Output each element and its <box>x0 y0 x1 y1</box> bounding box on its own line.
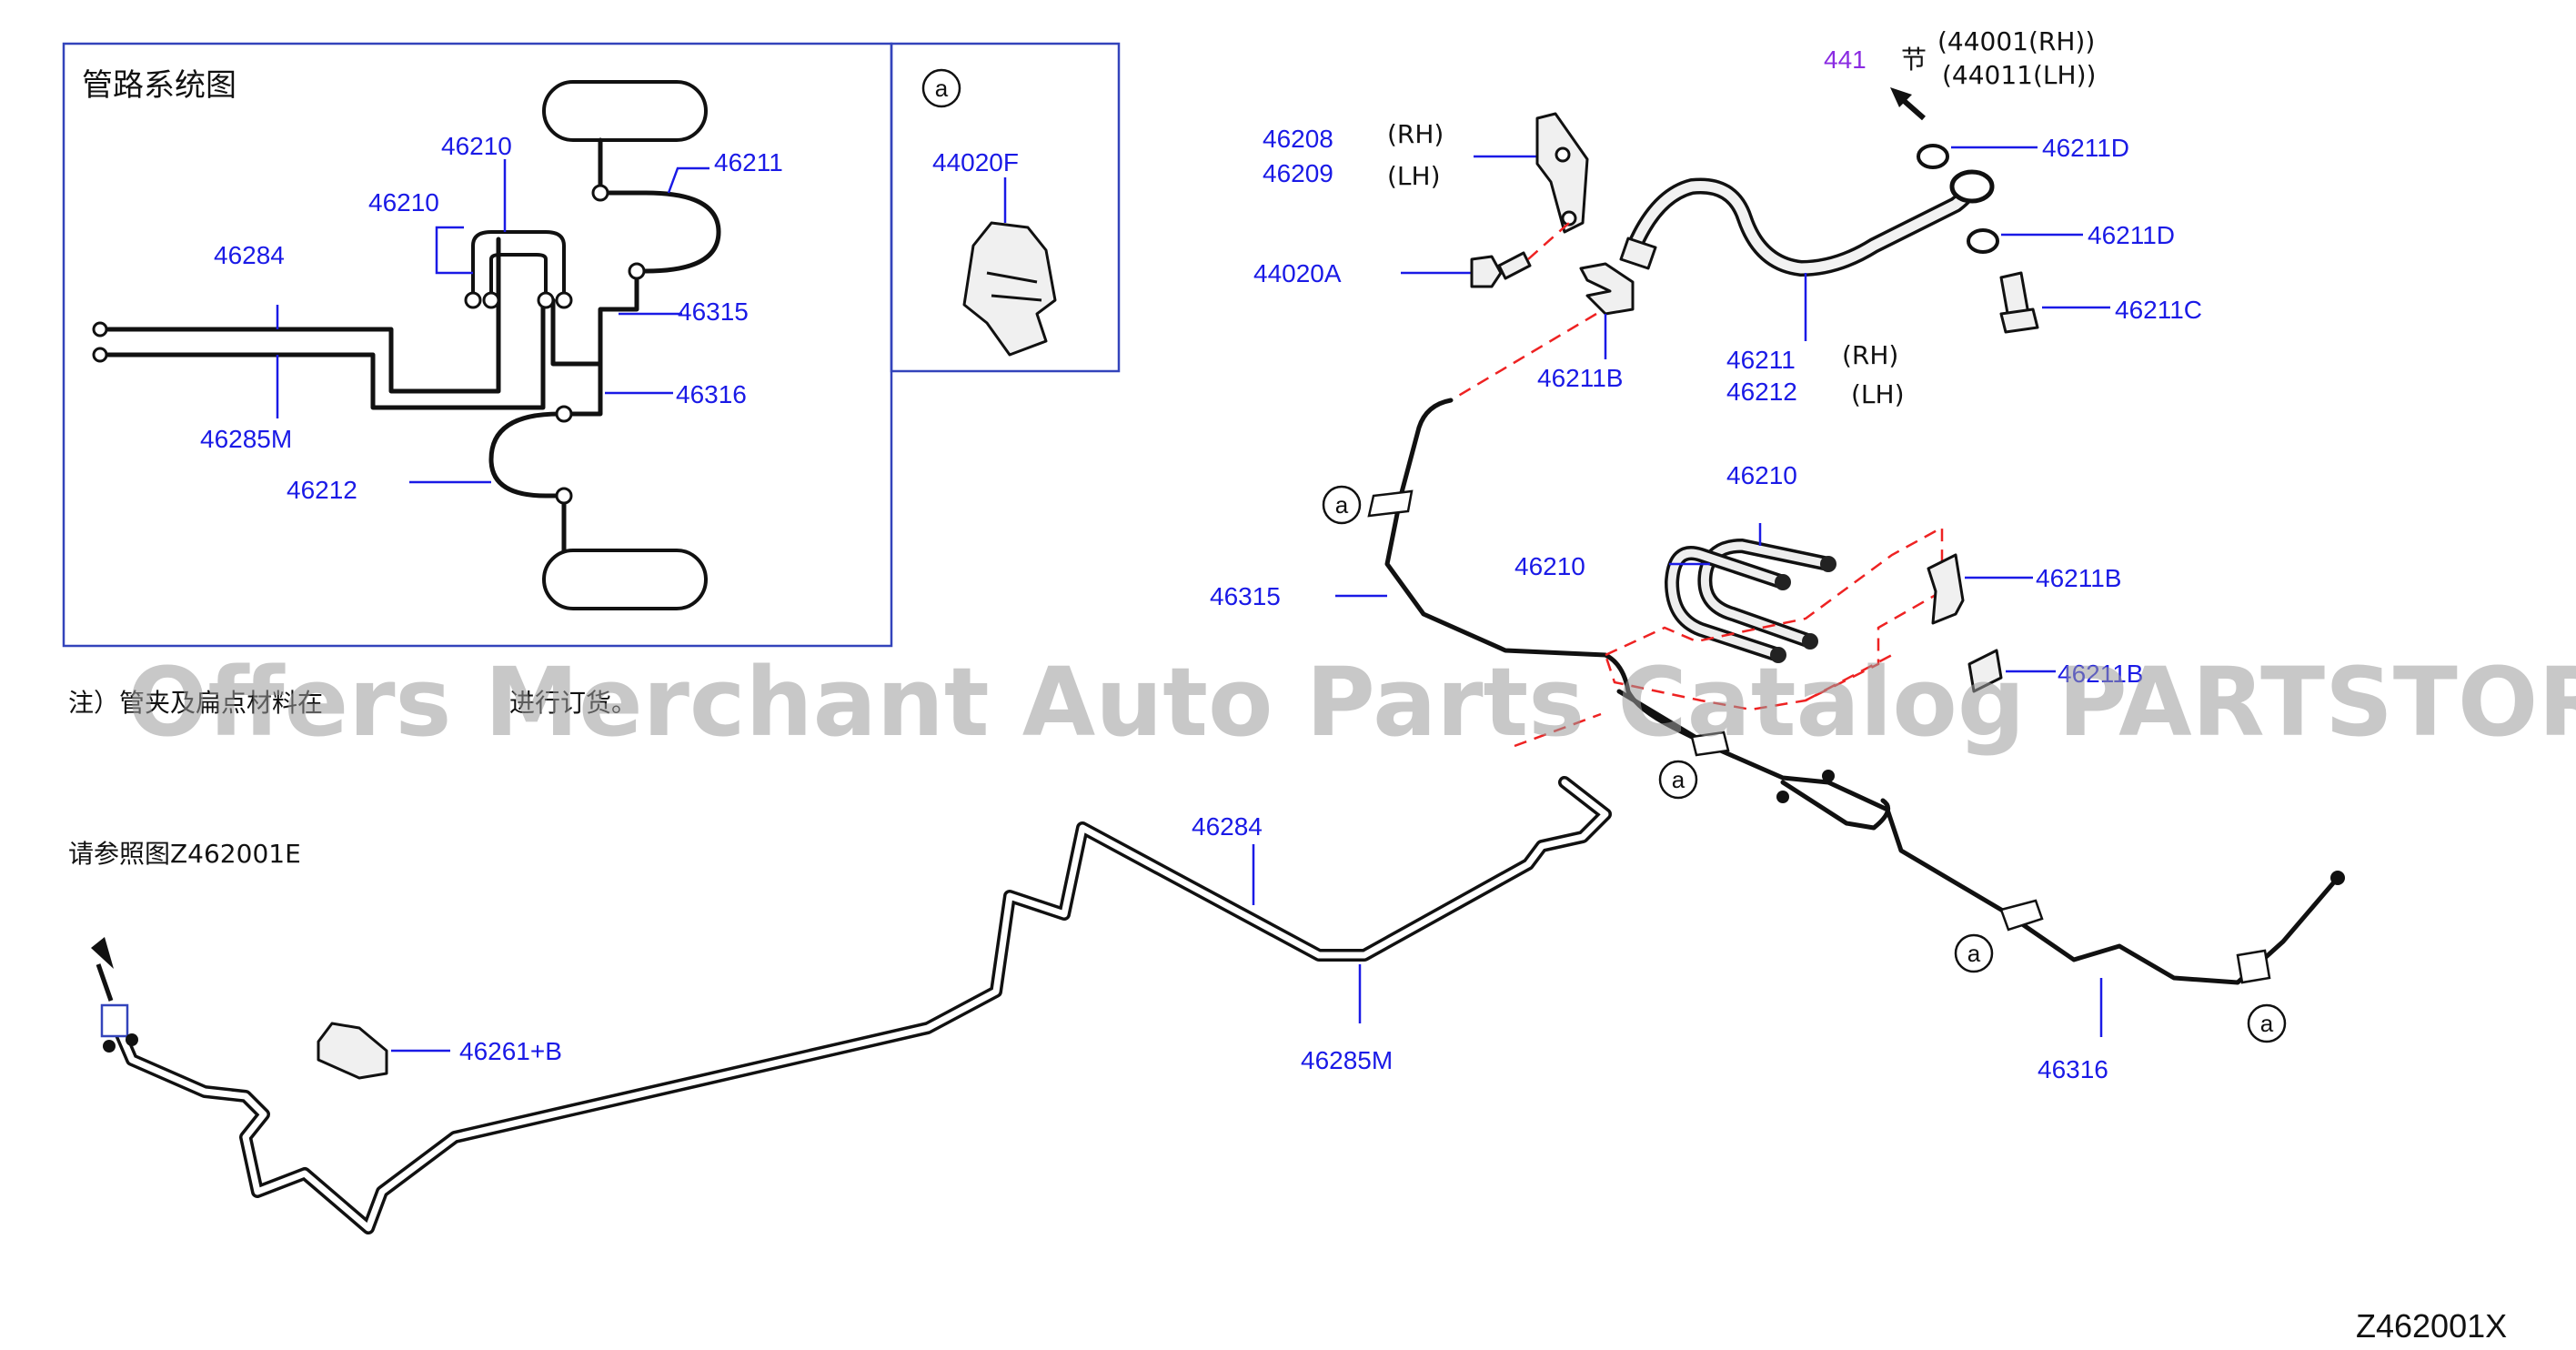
clip-46211B-top-icon <box>1579 262 1635 316</box>
label-46211-rh: (RH) <box>1842 340 1898 370</box>
clip-box-frame <box>890 42 1121 373</box>
label-44011-lh: (44011(LH)) <box>1942 60 2096 90</box>
front-hose-assembly: 46208 (RH) 46209 (LH) 44020A 441 节 (4400… <box>1253 26 2202 409</box>
tube-46316-branch <box>1780 780 1891 831</box>
label-46208: 46208 <box>1263 125 1333 153</box>
inset-piping-system: 管路系统图 46210 46210 46211 46284 46315 4631… <box>62 42 893 648</box>
label-46210-mid-1: 46210 <box>1726 461 1797 489</box>
inset-label-46284: 46284 <box>214 241 285 269</box>
grommet-46261B-icon <box>317 1022 388 1080</box>
label-46211B-lower: 46211B <box>2058 660 2143 688</box>
label-46285M: 46285M <box>1301 1046 1393 1074</box>
inset-pipe-46285M <box>97 297 546 410</box>
clip-box: a 44020F <box>890 42 1121 373</box>
washer-2-icon <box>1967 228 1999 254</box>
inset-pipe-46284 <box>97 237 501 394</box>
label-46212-lh: (LH) <box>1851 379 1905 409</box>
label-46211B-top: 46211B <box>1537 364 1623 392</box>
label-46261B: 46261+B <box>459 1037 562 1065</box>
tube-46315 <box>1384 398 1713 749</box>
svg-text:a: a <box>1967 940 1981 967</box>
inset-leaders-46210 <box>435 159 507 275</box>
label-46209: 46209 <box>1263 159 1333 187</box>
clip-46211B-lower-icon <box>1967 649 2003 693</box>
label-46316: 46316 <box>2038 1055 2108 1083</box>
inset-title: 管路系统图 <box>82 67 236 104</box>
inset-upper-caliper <box>542 80 708 142</box>
inset-loop-inner <box>489 253 548 300</box>
dash-bolt <box>1527 222 1570 260</box>
label-46211B-mid: 46211B <box>2036 564 2121 592</box>
label-44020A: 44020A <box>1253 259 1342 287</box>
bracket-46208-icon <box>1535 112 1589 234</box>
label-46211D-2: 46211D <box>2088 221 2175 249</box>
main-line-46284-46285M <box>112 776 1612 1234</box>
inset-pipe-46315 <box>550 268 639 367</box>
label-441-char: 节 <box>1901 45 1927 75</box>
circle-a-mid <box>1322 485 1362 525</box>
inset-label-46210-a: 46210 <box>441 132 512 160</box>
svg-text:a: a <box>2260 1010 2274 1037</box>
watermark: Offers Merchant Auto Parts Catalog PARTS… <box>127 647 2576 758</box>
loop-46210-icon <box>1664 538 1836 663</box>
label-46211C: 46211C <box>2115 296 2202 324</box>
inset-label-46211: 46211 <box>714 148 783 176</box>
inset-label-46316: 46316 <box>676 380 747 408</box>
inset-fittings <box>92 184 646 505</box>
figure-code: Z462001X <box>2356 1307 2507 1345</box>
label-46212: 46212 <box>1726 378 1797 406</box>
order-note: 注）管夹及扁点材料在 <box>68 688 323 718</box>
clip-44020F-icon <box>962 221 1057 357</box>
inset-leaders-46316-46212 <box>409 391 673 484</box>
label-46211D-1: 46211D <box>2042 134 2129 162</box>
inset-pipe-46211 <box>598 137 721 274</box>
reference-note: 请参照图Z462001E <box>68 839 301 869</box>
inset-pipe-46212 <box>488 361 603 553</box>
arrow-front <box>91 937 114 969</box>
inset-lower-caliper <box>542 549 708 610</box>
inset-label-46212: 46212 <box>287 476 357 504</box>
label-46284: 46284 <box>1192 812 1263 841</box>
clip-box-circle-label: a <box>935 75 949 102</box>
inset-label-46285M: 46285M <box>200 425 292 453</box>
inset-leaders-46211-46315 <box>619 166 709 316</box>
svg-text:a: a <box>1672 766 1685 793</box>
label-44001-rh: (44001(RH)) <box>1937 26 2095 56</box>
label-46208-rh: (RH) <box>1387 119 1444 149</box>
leaders-46210-mid <box>1669 523 1762 566</box>
label-46210-mid-2: 46210 <box>1514 552 1585 580</box>
clip-box-circle <box>921 68 961 108</box>
inset-label-46210-b: 46210 <box>368 188 439 217</box>
dash-extra <box>1514 653 1893 748</box>
label-441: 441 <box>1824 45 1867 74</box>
circle-a-markers: a a a <box>1658 760 2287 1043</box>
label-46209-lh: (LH) <box>1387 161 1441 191</box>
clip-46211B-mid-icon <box>1927 553 1965 625</box>
washer-1-icon <box>1917 144 1949 169</box>
circle-a-mid-label: a <box>1335 491 1349 519</box>
bolt-44020A-icon <box>1470 255 1503 288</box>
inset-label-46315: 46315 <box>678 297 749 326</box>
dash-clip-top <box>1450 312 1597 402</box>
inset-loop-outer <box>471 230 566 300</box>
label-46211: 46211 <box>1726 346 1796 374</box>
main-lines: 注）管夹及扁点材料在 进行订货。 请参照图Z462001E 46261+B 46… <box>68 688 2345 1234</box>
clip-box-part-44020F: 44020F <box>932 148 1019 176</box>
mid-section: 46315 a 46210 46210 46211B 46211B <box>1210 398 2143 749</box>
order-note-tail: 进行订货。 <box>509 688 637 718</box>
label-46315: 46315 <box>1210 582 1281 610</box>
